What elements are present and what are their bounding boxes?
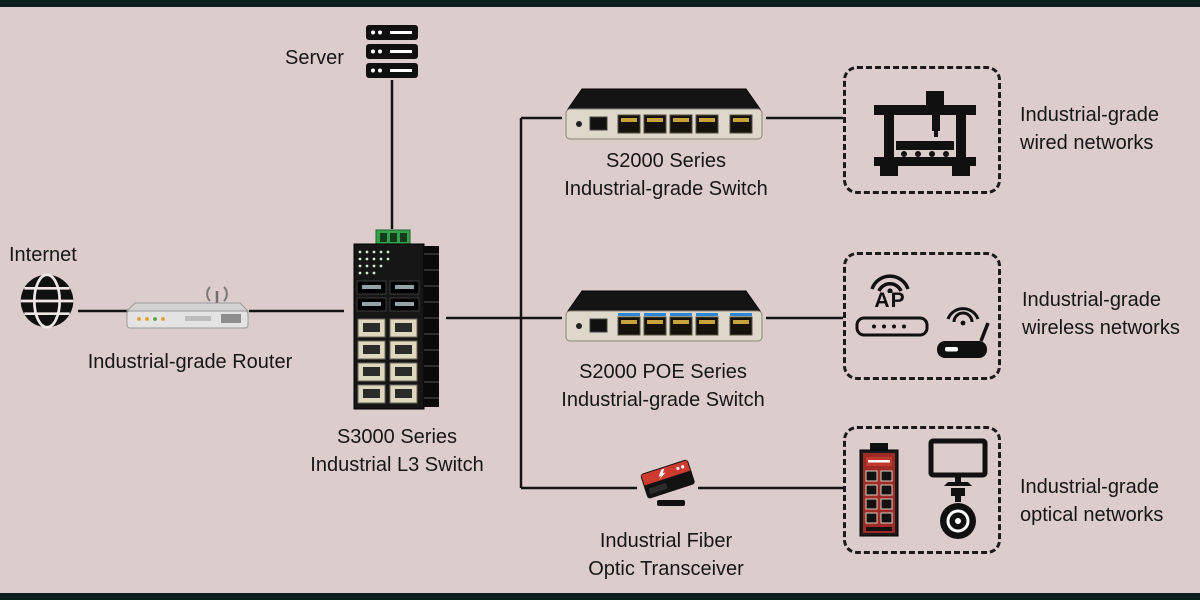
top-border-bar — [0, 0, 1200, 7]
optical-networks-label-line1: Industrial-grade — [1020, 476, 1159, 498]
wireless-router-icon — [937, 307, 990, 358]
core-switch-label: S3000 Series Industrial L3 Switch — [272, 423, 522, 480]
optical-networks-label-line2: optical networks — [1020, 504, 1164, 527]
wifi-icon — [870, 274, 910, 293]
camera-icon — [940, 488, 976, 539]
wired-networks-label-line1: Industrial-grade — [1020, 104, 1159, 126]
core-switch-label-line1: S3000 Series — [336, 426, 458, 448]
internet-globe-icon — [20, 273, 74, 329]
wired-networks-label-line2: wired networks — [1020, 132, 1154, 155]
wireless-networks-label: Industrial-grade wireless networks — [1022, 286, 1180, 343]
monitor-icon — [928, 438, 988, 486]
server-icon — [366, 25, 418, 78]
router-label: Industrial-grade Router — [87, 351, 293, 373]
access-switch-label-line2: Industrial-grade Switch — [564, 178, 768, 201]
wireless-networks-box: AP — [843, 252, 1001, 380]
poe-switch-icon — [565, 290, 763, 342]
poe-switch-label: S2000 POE Series Industrial-grade Switch — [538, 358, 788, 415]
server-label: Server — [285, 47, 344, 69]
bottom-border-bar — [0, 593, 1200, 600]
access-switch-label-line1: S2000 Series — [605, 150, 727, 172]
ap-label: AP — [874, 289, 906, 312]
access-switch-icon — [565, 88, 763, 140]
transceiver-label: Industrial Fiber Optic Transceiver — [546, 527, 786, 584]
poe-switch-label-line2: Industrial-grade Switch — [561, 389, 765, 412]
access-point-icon — [855, 316, 929, 337]
wireless-networks-label-line1: Industrial-grade — [1022, 289, 1161, 311]
wireless-networks-label-line2: wireless networks — [1022, 317, 1180, 340]
router-icon — [125, 286, 250, 329]
transceiver-label-line2: Optic Transceiver — [588, 558, 744, 581]
wired-networks-label: Industrial-grade wired networks — [1020, 101, 1159, 158]
core-switch-icon — [353, 229, 439, 410]
poe-switch-label-line1: S2000 POE Series — [579, 361, 747, 383]
transceiver-label-line1: Industrial Fiber — [599, 530, 733, 552]
wired-networks-box — [843, 66, 1001, 194]
industrial-machine-icon — [874, 91, 976, 176]
industrial-media-converter-icon — [859, 443, 899, 537]
internet-label: Internet — [9, 244, 77, 266]
transceiver-icon — [640, 459, 695, 506]
optical-networks-label: Industrial-grade optical networks — [1020, 473, 1163, 530]
optical-networks-box — [843, 426, 1001, 554]
core-switch-label-line2: Industrial L3 Switch — [310, 454, 484, 477]
access-switch-label: S2000 Series Industrial-grade Switch — [541, 147, 791, 204]
